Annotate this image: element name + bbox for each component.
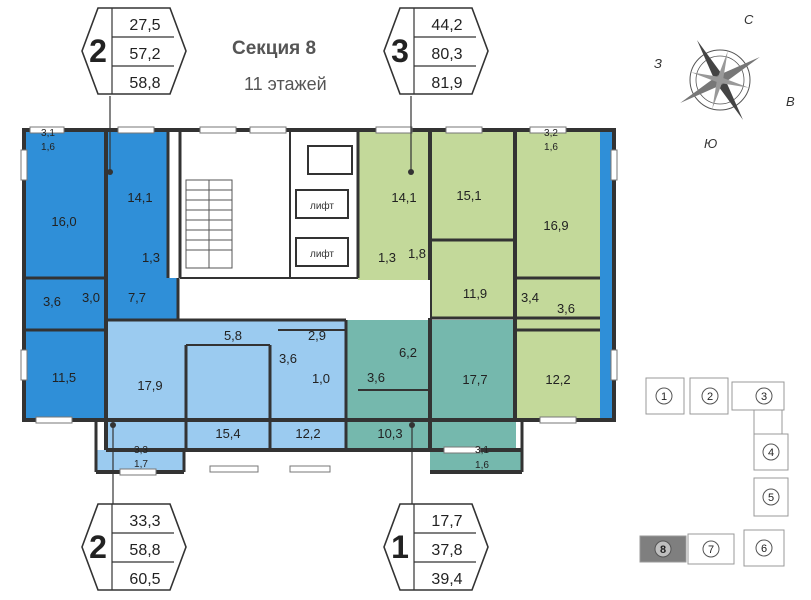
walls [22,128,616,474]
key-section-7: 7 [708,544,714,556]
lift-2-label: лифт [310,248,334,260]
room-area: 1,6 [41,142,55,153]
room-area: 3,3 [134,445,148,456]
badge-area: 57,2 [129,46,160,63]
staircase [185,179,233,269]
room-area: 3,4 [521,290,539,305]
key-plan [639,377,789,567]
room-area: 1,3 [142,250,160,265]
room-area: 11,5 [52,370,76,385]
room-labels: 3,1 1,6 16,0 14,1 1,3 3,6 3,0 7,7 11,5 1… [41,128,575,471]
corridor [182,280,430,318]
key-section-4: 4 [768,447,774,459]
room-area: 15,1 [456,188,481,203]
room-area: 15,4 [215,426,240,441]
key-section-6: 6 [761,543,767,555]
badge-area: 81,9 [431,75,462,92]
room-area: 3,6 [367,370,385,385]
section-floors: 11 этажей [244,74,327,94]
badge-area: 80,3 [431,46,462,63]
windows [20,126,618,476]
room-area: 17,9 [137,378,162,393]
badge-apartment-top-right: 3 44,2 80,3 81,9 [383,7,489,95]
key-plan-labels: 1 2 3 4 5 6 7 8 [654,387,780,558]
compass-rose-icon: С В Ю З [654,12,795,151]
compass-east: В [786,94,795,109]
apartment-bottom-left-fill [106,320,346,450]
apartment-left-fill [24,132,106,278]
key-section-5: 5 [768,492,774,504]
room-area: 3,2 [544,128,558,139]
room-area: 1,0 [312,371,330,386]
room-area: 17,7 [462,372,487,387]
room-area: 3,1 [41,128,55,139]
room-area: 1,6 [544,142,558,153]
badge-rooms: 3 [391,33,409,69]
badge-area: 60,5 [129,571,160,588]
room-area: 2,9 [308,328,326,343]
badge-apartment-top-left: 2 27,5 57,2 58,8 [81,7,187,95]
badge-area: 58,8 [129,75,160,92]
room-area: 12,2 [545,372,570,387]
room-area: 3,1 [475,445,489,456]
key-section-8: 8 [660,544,666,556]
section-title: Секция 8 [232,38,317,59]
room-area: 3,6 [557,301,575,316]
room-area: 16,0 [51,214,76,229]
room-area: 7,7 [128,290,146,305]
badge-area: 39,4 [431,571,462,588]
room-area: 14,1 [127,190,152,205]
compass-west: З [654,56,662,71]
room-area: 16,9 [543,218,568,233]
room-area: 1,8 [408,246,426,261]
badge-area: 27,5 [129,17,160,34]
room-area: 11,9 [463,286,487,301]
badge-area: 44,2 [431,17,462,34]
badge-area: 17,7 [431,513,462,530]
badge-rooms: 2 [89,529,107,565]
lift-2 [295,237,349,267]
room-area: 3,6 [279,351,297,366]
room-area: 10,3 [377,426,402,441]
room-area: 14,1 [391,190,416,205]
badge-area: 33,3 [129,513,160,530]
key-section-1: 1 [661,391,667,403]
room-area: 1,3 [378,250,396,265]
key-section-2: 2 [707,391,713,403]
room-area: 1,7 [134,459,148,470]
room-area: 1,6 [475,460,489,471]
room-area: 3,0 [82,290,100,305]
compass-north: С [744,12,754,27]
room-area: 12,2 [295,426,320,441]
compass-south: Ю [704,136,717,151]
badge-rooms: 1 [391,529,409,565]
room-area: 3,6 [43,294,61,309]
room-area: 5,8 [224,328,242,343]
room-area: 6,2 [399,345,417,360]
badge-rooms: 2 [89,33,107,69]
badge-area: 37,8 [431,542,462,559]
badge-area: 58,8 [129,542,160,559]
lift-1-label: лифт [310,200,334,212]
shaft [307,145,353,175]
badge-apartment-bottom-right: 1 17,7 37,8 39,4 [383,503,489,591]
key-section-3: 3 [761,391,767,403]
lift-1 [295,189,349,219]
badge-apartment-bottom-left: 2 33,3 58,8 60,5 [81,503,187,591]
